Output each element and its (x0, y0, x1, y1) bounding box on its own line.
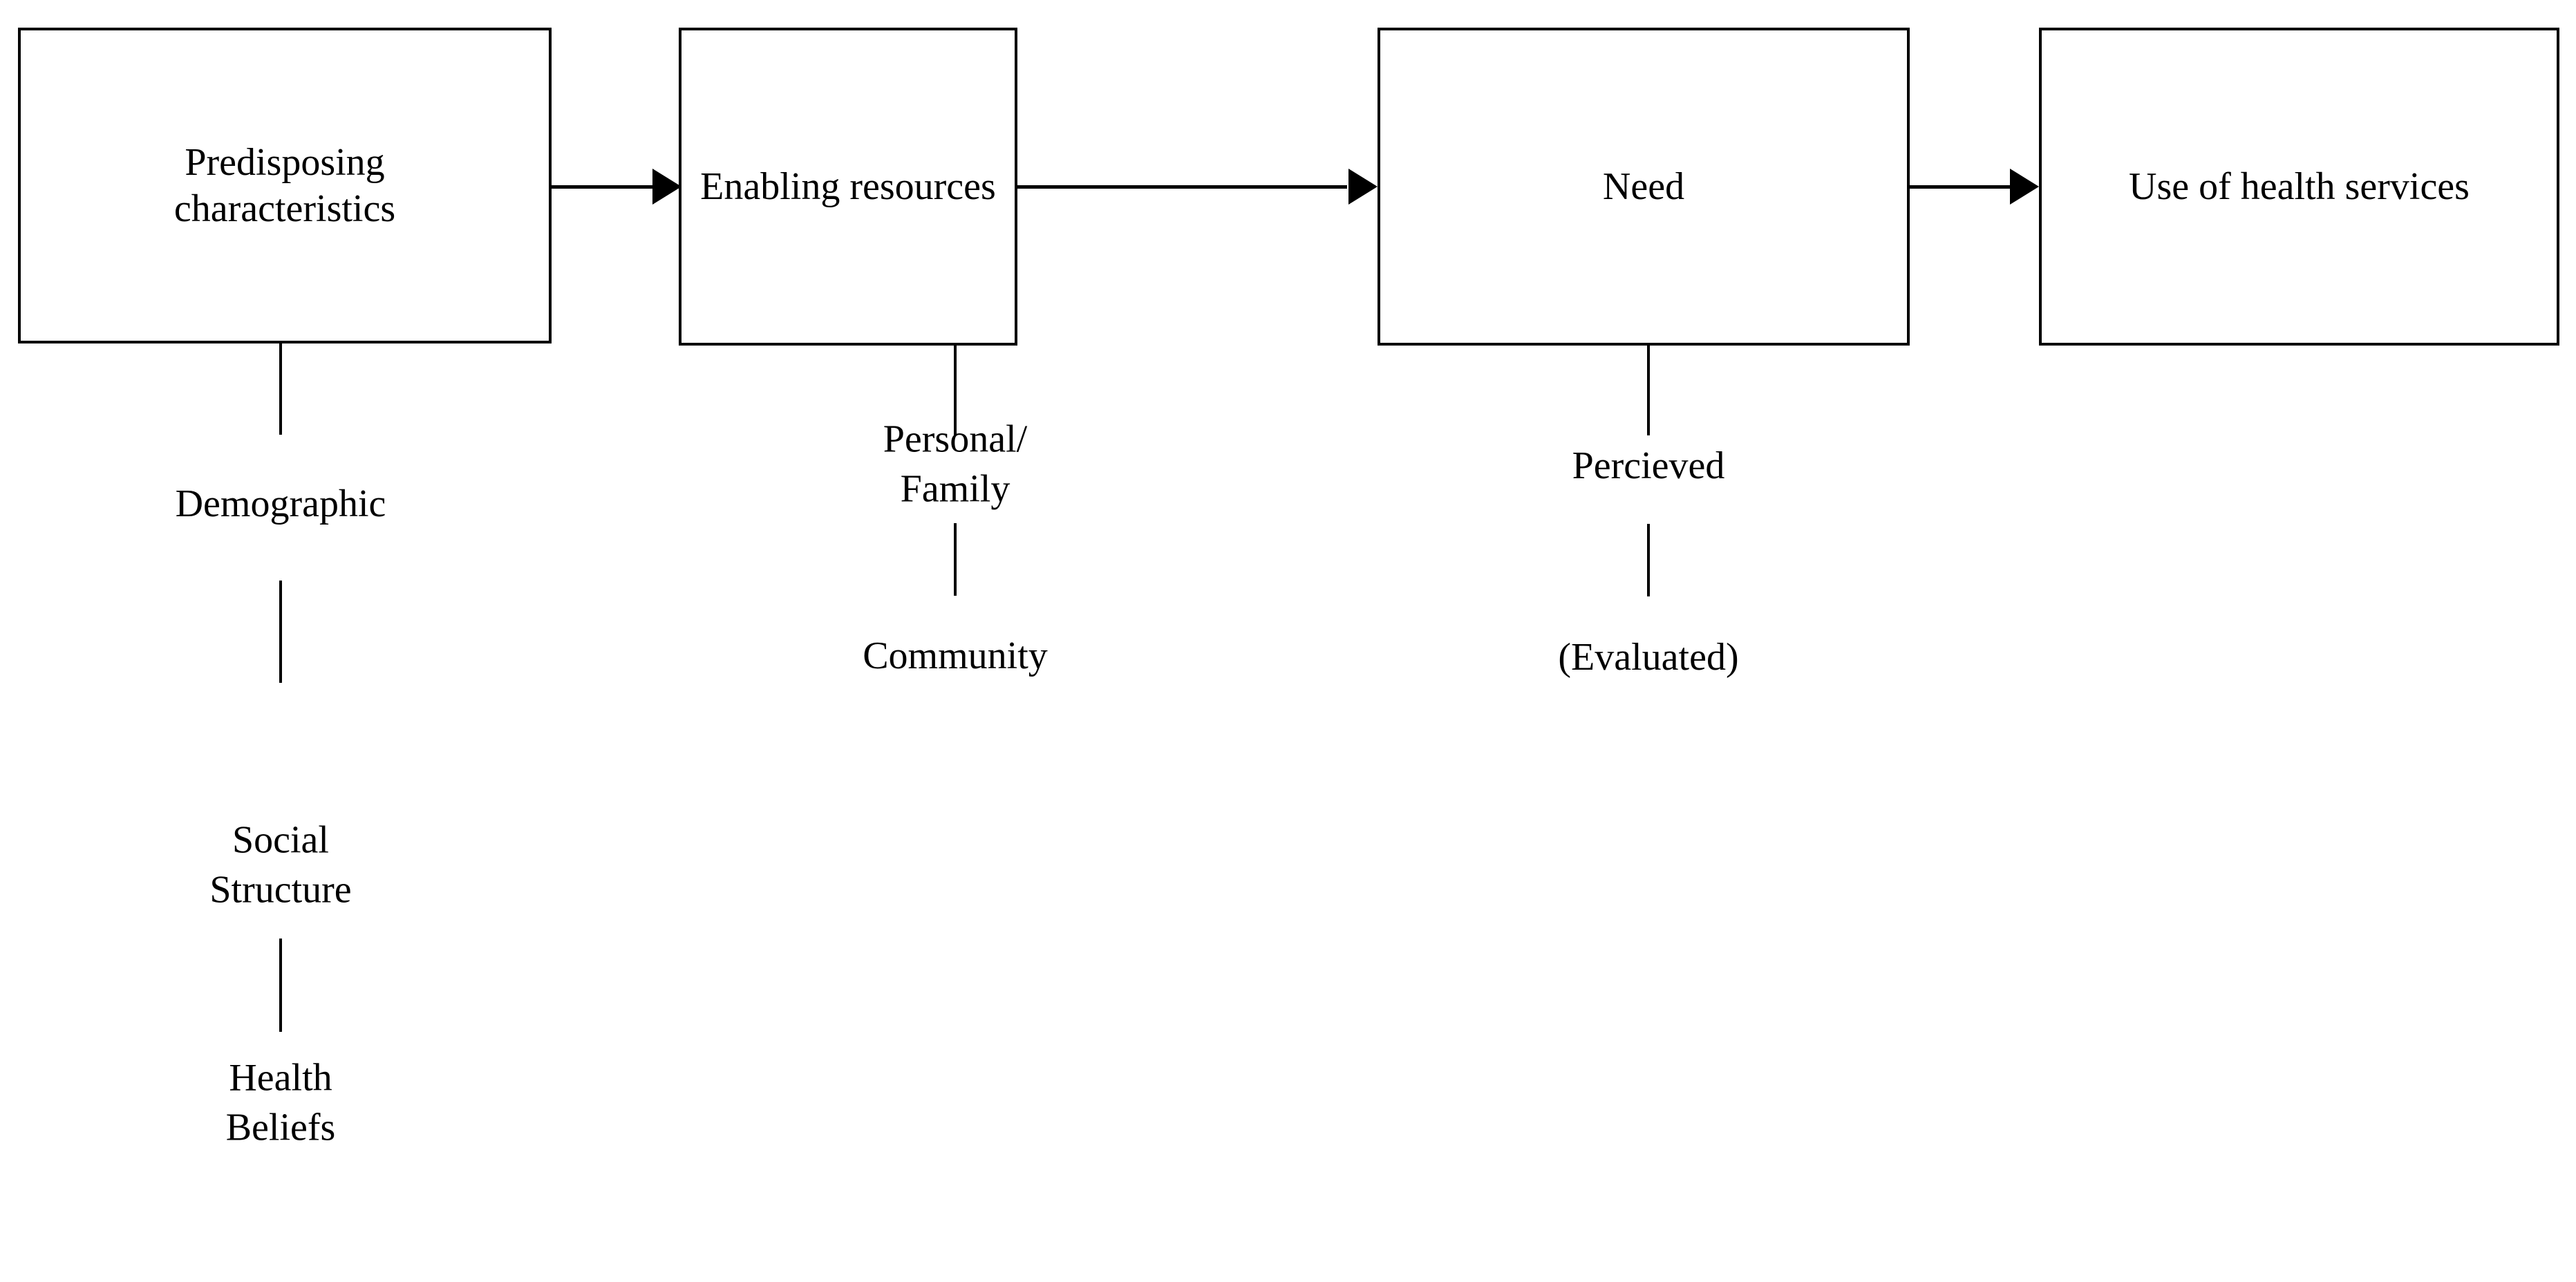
node-label-predisposing: Predisposing characteristics (173, 141, 396, 230)
connector-demographic-to-social-structure (279, 581, 282, 683)
connector-percieved-to-evaluated (1647, 524, 1650, 596)
connector-enabling-to-personal-family (954, 346, 957, 435)
node-box-enabling[interactable]: Enabling resources (679, 28, 1017, 346)
connector-predisposing-to-demographic (279, 343, 282, 435)
sub-label-demographic: Demographic (175, 482, 386, 526)
connector-need-to-percieved (1647, 346, 1650, 435)
connector-personal-family-to-community (954, 523, 957, 596)
node-box-predisposing[interactable]: Predisposing characteristics (18, 28, 552, 343)
sub-label-personal-family: Personal/ Family (883, 417, 1028, 510)
node-label-enabling: Enabling resources (700, 164, 996, 208)
connector-social-structure-to-health-beliefs (279, 939, 282, 1032)
node-label-use-of-health-services: Use of health services (2129, 164, 2470, 208)
sub-label-health-beliefs: Health Beliefs (225, 1056, 336, 1149)
node-box-need[interactable]: Need (1378, 28, 1910, 346)
sub-label-percieved: Percieved (1572, 444, 1725, 488)
arrow-head-icon (1348, 169, 1378, 205)
node-box-use-of-health-services[interactable]: Use of health services (2039, 28, 2559, 346)
sub-label-evaluated: (Evaluated) (1558, 636, 1739, 679)
sub-label-community: Community (863, 634, 1048, 678)
arrow-line (1017, 185, 1347, 189)
arrow-head-icon (2010, 169, 2039, 205)
arrow-line (1910, 185, 2011, 189)
arrow-line (552, 185, 657, 189)
arrow-head-icon (652, 169, 681, 205)
sub-label-social-structure: Social Structure (209, 818, 352, 911)
node-label-need: Need (1602, 164, 1685, 208)
